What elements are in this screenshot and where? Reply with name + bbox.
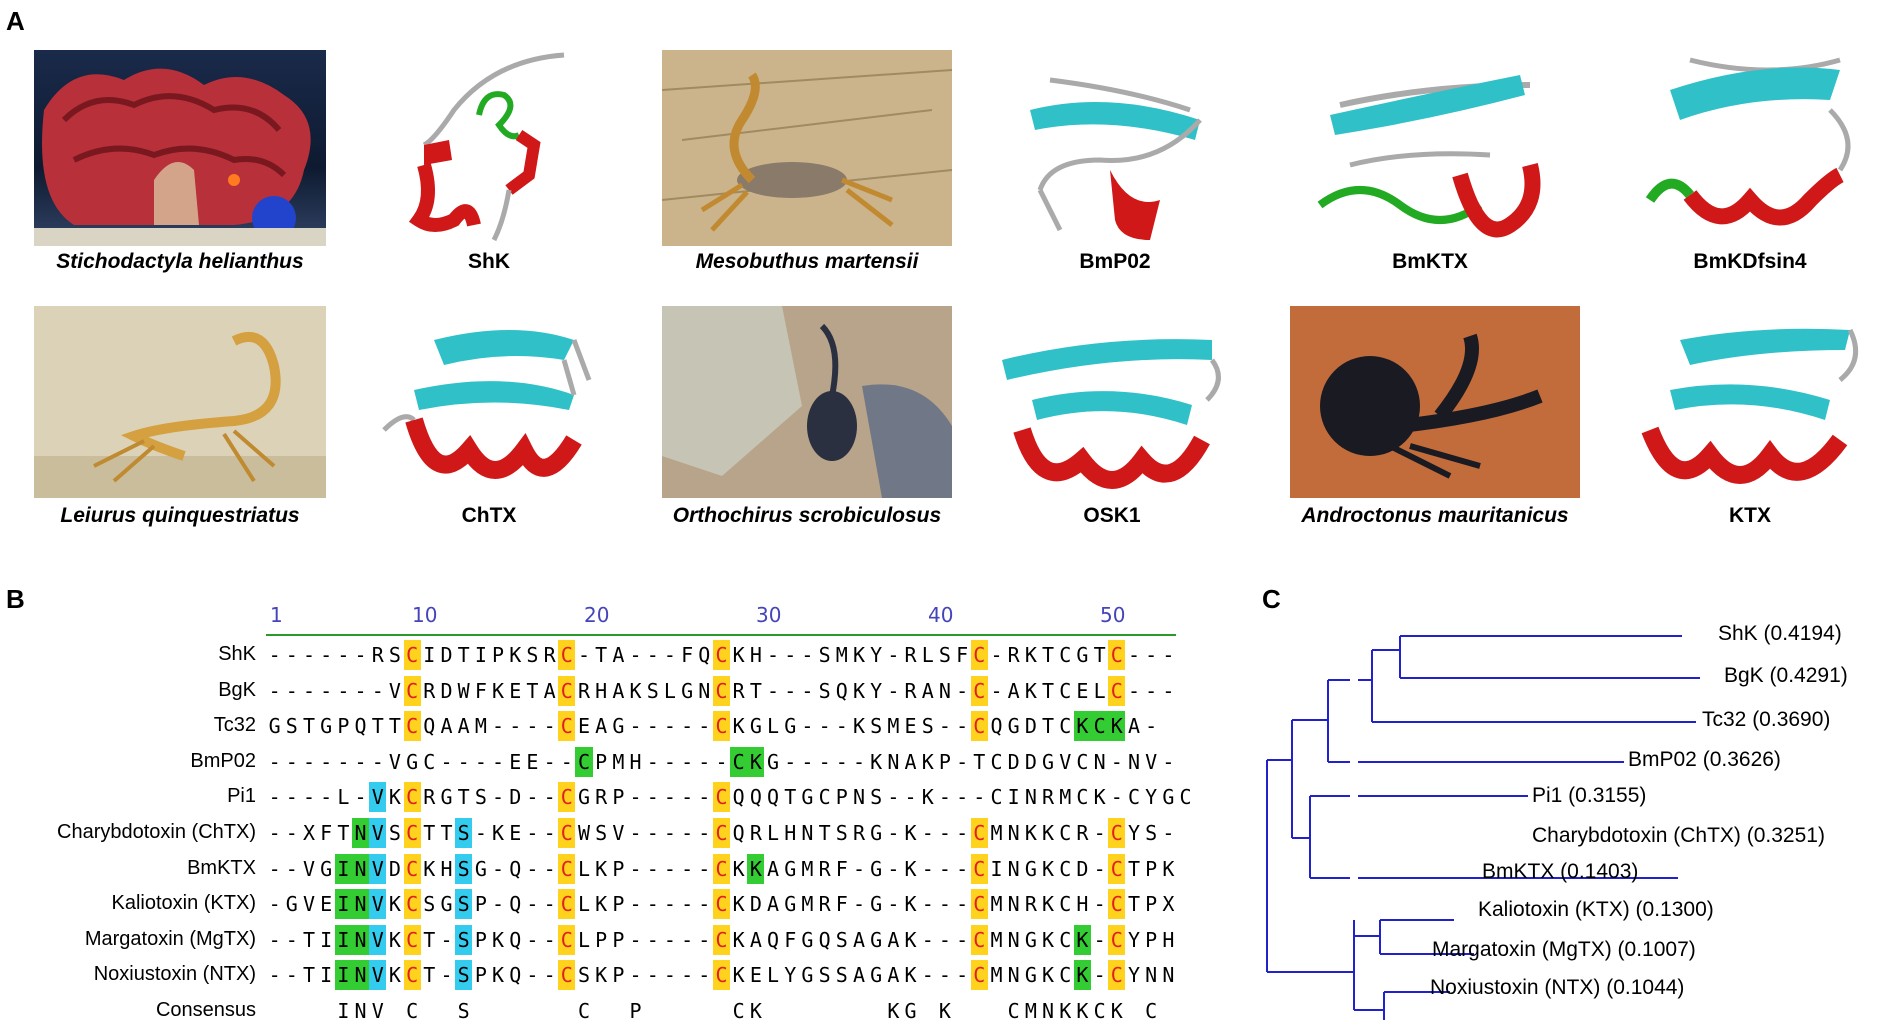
ruler-40: 40 [928,603,954,627]
ruler-50: 50 [1100,603,1126,627]
caption-chtx: ChTX [461,504,517,527]
sequence-name: Tc32 [213,714,256,737]
sequence-name: Margatoxin (MgTX) [84,927,256,950]
mesobuthus-photo [662,50,952,246]
ruler-line [266,634,1176,636]
bmkdfsin4-structure [1645,57,1851,226]
chtx-structure [382,330,592,479]
shk-structure [408,52,565,242]
caption-bmktx: BmKTX [1392,250,1468,273]
bmktx-structure [1317,75,1541,238]
caption-orthochirus: Orthochirus scrobiculosus [672,504,942,527]
caption-stichodactyla: Stichodactyla helianthus [56,250,304,273]
scorpion-image [1290,306,1580,498]
tree-lower-branches [1267,935,1450,1020]
ruler-10: 10 [412,603,438,627]
panel-label-a: A [6,6,25,36]
tree-label-chtx: Charybdotoxin (ChTX) (0.3251) [1532,824,1825,847]
orthochirus-photo [662,306,952,498]
androctonus-photo [1290,306,1580,498]
caption-bmp02: BmP02 [1079,250,1151,273]
tree-label-shk: ShK (0.4194) [1718,622,1842,645]
sequence-name: BgK [218,678,256,701]
leiurus-photo [34,306,326,498]
scorpion-image [34,306,326,498]
ruler-20: 20 [584,603,610,627]
caption-ktx: KTX [1729,504,1771,527]
tree-label-tc32: Tc32 (0.3690) [1702,708,1831,731]
sequence-name: ShK [218,643,256,665]
sea-anemone-image [34,68,326,246]
panel-label-b: B [6,584,25,614]
caption-mesobuthus: Mesobuthus martensii [695,250,919,273]
osk1-structure [1002,339,1221,489]
scorpion-image [662,306,952,498]
ktx-structure [1641,328,1859,484]
sea-anemone-photo [34,50,326,246]
bmp02-structure [1030,77,1202,240]
caption-leiurus: Leiurus quinquestriatus [60,504,300,527]
sequence-name: Noxiustoxin (NTX) [93,963,256,986]
tree-label-pi1: Pi1 (0.3155) [1532,784,1647,807]
sequence-name: BmKTX [187,856,256,879]
caption-androctonus: Androctonus mauritanicus [1301,504,1569,527]
tree-label-ktx: Kaliotoxin (KTX) (0.1300) [1478,898,1714,921]
caption-shk: ShK [468,250,510,273]
scorpion-image [662,50,952,246]
tree-label-ntx: Noxiustoxin (NTX) (0.1044) [1430,976,1685,999]
sequence-name: Pi1 [227,785,256,808]
sequence-name: Charybdotoxin (ChTX) [57,821,256,843]
sequence-name: BmP02 [190,749,256,772]
tree-label-bmktx: BmKTX (0.1403) [1482,860,1639,883]
tree-label-mgtx: Margatoxin (MgTX) (0.1007) [1432,938,1696,961]
ruler-30: 30 [756,603,782,627]
caption-osk1: OSK1 [1083,504,1141,527]
consensus-label: Consensus [155,999,256,1021]
tree-label-bgk: BgK (0.4291) [1724,664,1848,687]
sequence-name: Kaliotoxin (KTX) [111,892,257,915]
panel-label-c: C [1262,584,1281,614]
ruler-1: 1 [270,603,283,627]
caption-bmkdfsin4: BmKDfsin4 [1693,250,1807,273]
tree-label-bmp02: BmP02 (0.3626) [1628,748,1781,771]
